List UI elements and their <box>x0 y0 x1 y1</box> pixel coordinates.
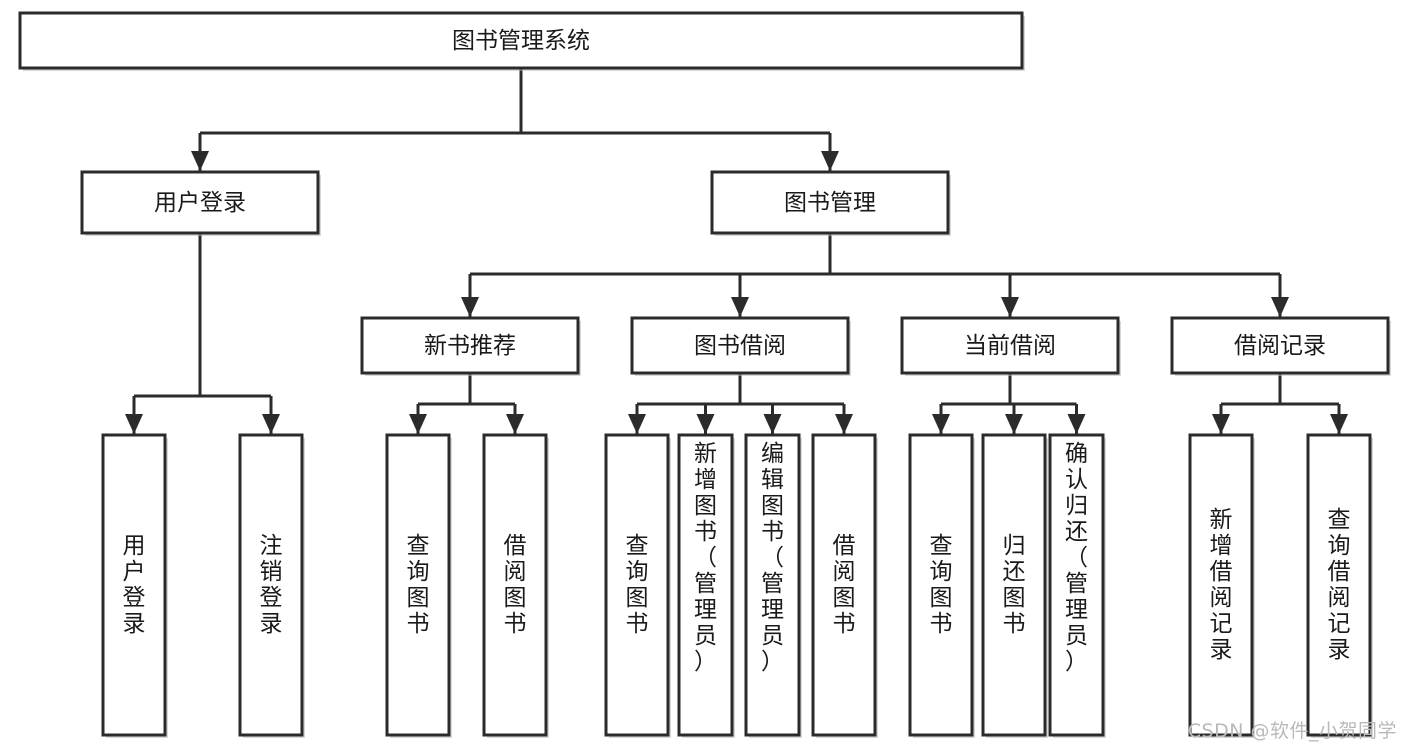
node-leaf-借阅图书[interactable]: 借阅图书 <box>811 433 878 738</box>
edge-current-arrowhead-0 <box>932 414 950 434</box>
node-label: 新增图书（管理员） <box>694 441 717 675</box>
edge-newbook-arrowhead-0 <box>409 414 427 434</box>
box-outline[interactable] <box>80 170 320 235</box>
edge-root-arrowhead-1 <box>821 151 839 171</box>
node-label: 注销登录 <box>260 533 283 637</box>
node-label: 借阅记录 <box>1234 333 1326 359</box>
node-level2-用户登录[interactable]: 用户登录 <box>80 170 321 236</box>
box-outline[interactable] <box>630 316 850 375</box>
node-level3-图书借阅[interactable]: 图书借阅 <box>630 316 851 376</box>
box-outline[interactable] <box>981 433 1047 737</box>
edge-current-arrowhead-2 <box>1067 414 1086 434</box>
node-leaf-新增图书（管理员）[interactable]: 新增图书（管理员） <box>677 433 735 738</box>
node-label: 新增借阅记录 <box>1210 507 1233 663</box>
node-boxes-layer: 图书管理系统用户登录图书管理新书推荐图书借阅当前借阅借阅记录用户登录注销登录查询… <box>18 11 1391 738</box>
node-leaf-编辑图书（管理员）[interactable]: 编辑图书（管理员） <box>744 433 802 738</box>
box-outline[interactable] <box>1188 433 1254 737</box>
edge-borrow-arrowhead-2 <box>763 414 782 434</box>
box-outline[interactable] <box>385 433 451 737</box>
box-outline[interactable] <box>900 316 1120 375</box>
edge-borrow-arrowhead-1 <box>696 414 715 434</box>
node-label: 用户登录 <box>123 533 146 637</box>
node-label: 查询图书 <box>626 533 649 637</box>
edge-login-arrowhead-1 <box>262 414 280 434</box>
node-level3-当前借阅[interactable]: 当前借阅 <box>900 316 1121 376</box>
node-leaf-注销登录[interactable]: 注销登录 <box>238 433 305 738</box>
box-outline[interactable] <box>744 433 801 737</box>
node-label: 查询图书 <box>407 533 430 637</box>
node-level3-新书推荐[interactable]: 新书推荐 <box>360 316 581 376</box>
node-leaf-查询图书[interactable]: 查询图书 <box>385 433 452 738</box>
csdn-watermark: CSDN @软件_小贺同学 <box>1187 720 1397 742</box>
node-label: 图书管理 <box>784 190 876 216</box>
node-level3-借阅记录[interactable]: 借阅记录 <box>1170 316 1391 376</box>
connector-edges-layer <box>125 68 1348 434</box>
edge-login-arrowhead-0 <box>125 414 143 434</box>
edge-book-mgmt-arrowhead-0 <box>461 297 479 317</box>
node-label: 新书推荐 <box>424 333 516 359</box>
node-level2-图书管理[interactable]: 图书管理 <box>710 170 951 236</box>
node-leaf-查询图书[interactable]: 查询图书 <box>908 433 975 738</box>
box-outline[interactable] <box>908 433 974 737</box>
box-outline[interactable] <box>18 11 1024 70</box>
node-label: 当前借阅 <box>964 333 1056 359</box>
node-label: 图书管理系统 <box>452 28 590 54</box>
node-label: 借阅图书 <box>833 533 856 637</box>
box-outline[interactable] <box>360 316 580 375</box>
edge-record-arrowhead-0 <box>1212 414 1230 434</box>
edge-book-mgmt-arrowhead-2 <box>1001 297 1019 317</box>
box-outline[interactable] <box>101 433 167 737</box>
box-outline[interactable] <box>677 433 734 737</box>
box-outline[interactable] <box>1306 433 1372 737</box>
node-label: 查询图书 <box>930 533 953 637</box>
node-leaf-确认归还（管理员）[interactable]: 确认归还（管理员） <box>1048 433 1106 738</box>
edge-borrow-arrowhead-0 <box>628 414 646 434</box>
box-outline[interactable] <box>604 433 670 737</box>
box-outline[interactable] <box>1048 433 1105 737</box>
node-leaf-归还图书[interactable]: 归还图书 <box>981 433 1048 738</box>
edge-root-arrowhead-0 <box>191 151 209 171</box>
node-label: 借阅图书 <box>504 533 527 637</box>
edge-record-arrowhead-1 <box>1330 414 1348 434</box>
node-leaf-新增借阅记录[interactable]: 新增借阅记录 <box>1188 433 1255 738</box>
node-label: 查询借阅记录 <box>1328 507 1351 663</box>
edge-book-mgmt-arrowhead-1 <box>731 297 749 317</box>
box-outline[interactable] <box>710 170 950 235</box>
box-outline[interactable] <box>482 433 548 737</box>
node-leaf-借阅图书[interactable]: 借阅图书 <box>482 433 549 738</box>
node-label: 用户登录 <box>154 190 246 216</box>
edge-book-mgmt-arrowhead-3 <box>1271 297 1289 317</box>
node-leaf-用户登录[interactable]: 用户登录 <box>101 433 168 738</box>
box-outline[interactable] <box>1170 316 1390 375</box>
node-root-图书管理系统[interactable]: 图书管理系统 <box>18 11 1025 71</box>
node-label: 编辑图书（管理员） <box>761 441 784 675</box>
box-outline[interactable] <box>811 433 877 737</box>
node-label: 归还图书 <box>1003 533 1026 637</box>
node-label: 确认归还（管理员） <box>1065 441 1088 675</box>
node-leaf-查询借阅记录[interactable]: 查询借阅记录 <box>1306 433 1373 738</box>
node-leaf-查询图书[interactable]: 查询图书 <box>604 433 671 738</box>
edge-newbook-arrowhead-1 <box>506 414 524 434</box>
edge-borrow-arrowhead-3 <box>835 414 853 434</box>
box-outline[interactable] <box>238 433 304 737</box>
node-label: 图书借阅 <box>694 333 786 359</box>
edge-current-arrowhead-1 <box>1005 414 1023 434</box>
